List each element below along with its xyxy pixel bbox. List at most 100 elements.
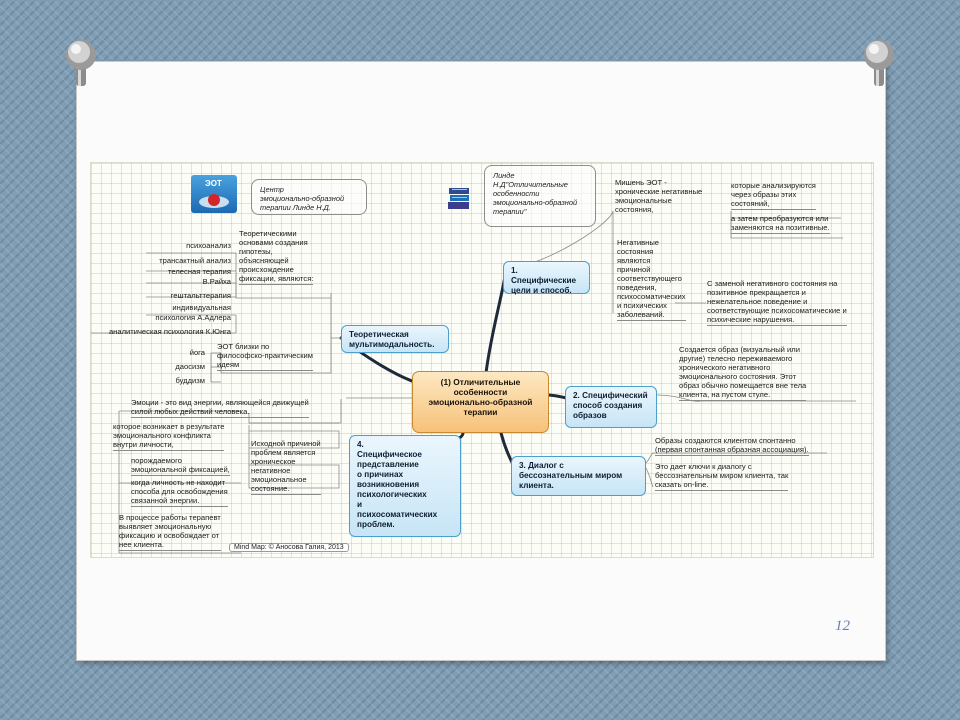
causes-line: эмоциональное [251,475,307,484]
branch-theory: Теоретическая мультимодальность. [341,325,449,353]
branch-line: и [357,500,363,509]
dialog-line: Это дает ключи к диалогу с [655,462,752,471]
causes-line: способа для освобождения [131,487,228,496]
theory-item: трансактный анализ [159,256,231,265]
causes-line: выявляет эмоциональную [119,522,212,531]
theory-intro-line: гипотезы, [239,247,273,256]
goals-line: психические нарушения. [707,315,847,326]
philosophy-item: даосизм [175,362,205,371]
theory-intro-line: объясняющей [239,256,289,265]
eot-logo-text: ЭОТ [205,179,222,188]
dialog-line: сказать on-line. [655,480,789,491]
branch-line: представление [357,460,419,469]
dialog-line: бессознательным миром клиента, так [655,471,789,480]
theory-intro: Теоретическими основами создания гипотез… [239,229,314,285]
causes-line: хроническое [251,457,296,466]
goals-line: состояний, [731,199,816,210]
connector-lines [91,210,856,554]
goals-line: соответствующие психосоматические и [707,306,847,315]
theory-item: аналитическая психология К.Юнга [108,327,231,336]
causes-line: фиксацию и освобождает от [119,531,220,540]
center-line: терапии Линде Н.Д. [260,203,331,212]
causes-line: В процессе работы терапевт [119,513,221,522]
dialog-note-b: Это дает ключи к диалогу с бессознательн… [655,462,789,491]
philosophy-item: буддизм [175,376,205,385]
goals-line: нежелательное поведение и [707,297,808,306]
causes-line: проблем является [251,448,316,457]
causes-emotions: Эмоции - это вид энергии, являющейся дви… [131,398,309,418]
philosophy-item: йога [189,348,205,357]
branch-line: 2. Специфический [573,391,648,400]
branch-line: 4. [357,440,364,449]
theory-intro-line: происхождение [239,265,294,274]
goals-target: Мишень ЭОТ - хронические негативные эмоц… [615,178,702,214]
images-note: Создается образ (визуальный или другие) … [679,345,807,401]
goals-line: позитивное прекращается и [707,288,806,297]
goals-line: хронические негативные [615,187,703,196]
goals-target-a: которые анализируются через образы этих … [731,181,816,210]
branch-causes: 4. Специфическое представление о причина… [349,435,461,537]
credit-label: Mind Map: © Аносова Галия, 2013 [229,543,349,552]
causes-line: Эмоции - это вид энергии, являющейся дви… [131,398,309,407]
branch-line: психосоматических [357,510,438,519]
goals-line: психосоматических [617,292,686,301]
causes-therapy: В процессе работы терапевт выявляет эмоц… [119,513,221,551]
theory-item: телесная терапия [168,267,231,276]
theory-item: гештальттерапия [170,291,231,300]
causes-line: эмоциональной фиксацией, [131,465,230,476]
philosophy-line: идеям [217,360,313,371]
branch-line: 1. Специфические [511,266,577,285]
images-line: Создается образ (визуальный или [679,345,800,354]
theory-item: индивидуальная [172,303,231,312]
theory-item: психология А.Адлера [155,313,231,322]
causes-line: связанной энергии. [131,496,228,507]
causes-line: силой любых действий человека. [131,407,309,418]
causes-line: Исходной причиной [251,439,321,448]
branch-line: способ создания [573,401,643,410]
goals-line: эмоциональные [615,196,672,205]
branch-line: Теоретическая [349,330,409,339]
goals-line: С заменой негативного состояния на [707,279,838,288]
images-line: образ обычно помещается вне тела [679,381,807,390]
causes-conflict: которое возникает в результате эмоционал… [113,422,225,451]
mind-map: ЭОТ Центр эмоционально-образной терапии … [90,162,874,558]
book-line: Линде [493,171,515,180]
images-line: эмоционального состояния. Этот [679,372,797,381]
theory-item: В.Райха [202,277,231,286]
causes-line: нее клиента. [119,540,221,551]
causes-line: состояние. [251,484,321,495]
philosophy-note: ЭОТ близки по философско-практическим ид… [217,342,313,371]
globe-icon [199,194,229,208]
branch-line: Специфическое [357,450,422,459]
causes-line: которое возникает в результате [113,422,225,431]
center-line: эмоционально-образной [260,194,345,203]
dialog-line: (первая спонтанная образная ассоциация). [655,445,809,456]
goals-line: заменяются на позитивные. [731,223,830,234]
branch-line: образов [573,411,607,420]
philosophy-line: философско-практическим [217,351,313,360]
central-topic: (1) Отличительные особенности эмоциональ… [412,371,549,433]
goals-negative: Негативные состояния являются причиной с… [617,238,686,321]
images-line: другие) телесно переживаемого [679,354,793,363]
goals-line: а затем преобразуются или [731,214,829,223]
goals-line: и психических [617,301,667,310]
theory-intro-line: основами создания [239,238,308,247]
branch-line: 3. Диалог с [519,461,564,470]
branch-line: клиента. [519,481,554,490]
goals-line: являются [617,256,651,265]
causes-line: внутри личности, [113,440,225,451]
book-line: эмоционально-образной [493,198,578,207]
eot-logo: ЭОТ [191,175,237,213]
dialog-note-a: Образы создаются клиентом спонтанно (пер… [655,436,809,456]
branch-line: мультимодальность. [349,340,435,349]
goals-line: через образы этих [731,190,797,199]
central-line: эмоционально-образной [428,397,533,407]
theory-intro-line: фиксации, являются: [239,274,314,285]
causes-line: порождаемого [131,456,182,465]
branch-line: возникновения [357,480,420,489]
goals-line: причиной [617,265,651,274]
images-line: хронического негативного [679,363,771,372]
causes-stuck: когда личность не находит способа для ос… [131,478,228,507]
goals-replace: С заменой негативного состояния на позит… [707,279,847,326]
theory-item: психоанализ [186,241,231,250]
